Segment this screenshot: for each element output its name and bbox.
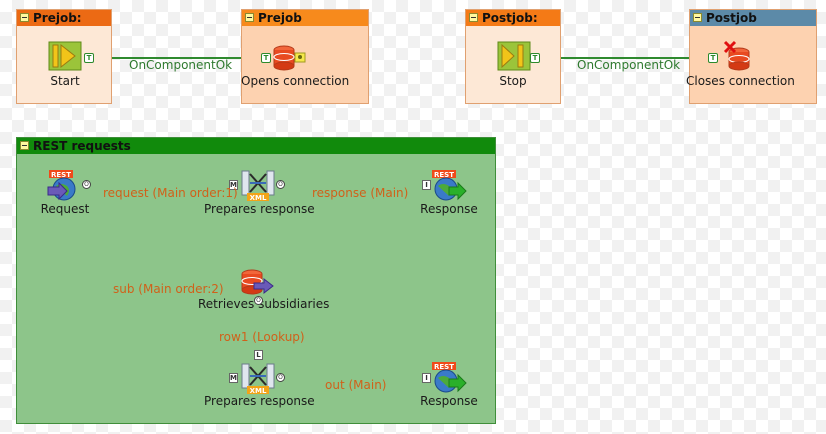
trigger-port[interactable]: T [708, 53, 718, 63]
subjob-header[interactable]: Prejob: [17, 10, 111, 26]
subjob-header[interactable]: REST requests [17, 138, 495, 154]
component-label: Start [50, 74, 80, 88]
component-label: Response [420, 202, 478, 216]
subjob-prejob-start[interactable]: Prejob: [16, 9, 112, 104]
collapse-icon[interactable] [693, 13, 702, 22]
input-port[interactable]: M [229, 373, 238, 383]
svg-text:REST: REST [434, 363, 454, 371]
subjob-header[interactable]: Postjob: [466, 10, 560, 26]
output-port[interactable]: O [276, 373, 285, 382]
output-port[interactable]: O [82, 180, 91, 189]
input-port[interactable]: I [422, 373, 431, 383]
collapse-icon[interactable] [469, 13, 478, 22]
db-close-icon [723, 40, 750, 71]
rest-response-icon: REST [432, 362, 467, 393]
trigger-port[interactable]: T [261, 53, 271, 63]
component-response-2[interactable]: REST [432, 362, 468, 394]
subjob-title: REST requests [33, 139, 131, 153]
trigger-port[interactable]: T [530, 53, 540, 63]
svg-text:REST: REST [51, 171, 71, 179]
component-label: Prepares response [204, 202, 315, 216]
collapse-icon[interactable] [20, 13, 29, 22]
component-request[interactable]: REST [47, 170, 81, 202]
component-label: Opens connection [241, 74, 350, 88]
link-label[interactable]: sub (Main order:2) [113, 282, 224, 296]
link-label[interactable]: out (Main) [325, 378, 387, 392]
component-label: Retrieves subsidiaries [198, 297, 330, 311]
lookup-port[interactable]: L [254, 350, 263, 360]
svg-text:XML: XML [250, 387, 267, 394]
output-port[interactable]: O [276, 180, 285, 189]
component-label: Request [40, 202, 90, 216]
input-port[interactable]: I [422, 180, 431, 190]
component-stop[interactable] [497, 41, 531, 71]
component-prepares-response-2[interactable]: XML [241, 362, 275, 395]
subjob-header[interactable]: Prejob [242, 10, 368, 26]
collapse-icon[interactable] [20, 141, 29, 150]
component-label: Closes connection [686, 74, 795, 88]
trigger-port[interactable]: T [84, 53, 94, 63]
subjob-title: Postjob [706, 11, 757, 25]
db-connection-icon [273, 45, 306, 71]
output-port[interactable]: O [254, 296, 263, 305]
link-label[interactable]: OnComponentOk [577, 58, 681, 72]
link-label[interactable]: response (Main) [312, 186, 409, 200]
link-label[interactable]: row1 (Lookup) [219, 330, 305, 344]
subjob-title: Postjob: [482, 11, 538, 25]
xml-map-icon: XML [241, 363, 275, 395]
link-label[interactable]: request (Main order:1) [103, 186, 238, 200]
rest-request-icon: REST [47, 170, 76, 201]
component-label: Response [420, 394, 478, 408]
component-opens-connection[interactable] [273, 44, 307, 72]
xml-map-icon: XML [241, 170, 275, 202]
rest-response-icon: REST [432, 170, 467, 201]
subjob-postjob-connection[interactable]: Postjob [689, 9, 817, 104]
subjob-title: Prejob: [33, 11, 82, 25]
start-icon [48, 41, 82, 71]
collapse-icon[interactable] [245, 13, 254, 22]
link-label[interactable]: OnComponentOk [129, 58, 233, 72]
component-prepares-response-1[interactable]: XML [241, 169, 275, 202]
component-label: Stop [499, 74, 527, 88]
subjob-header[interactable]: Postjob [690, 10, 816, 26]
input-port[interactable]: M [229, 180, 238, 190]
component-start[interactable] [48, 41, 82, 71]
svg-text:XML: XML [250, 194, 267, 201]
stop-icon [497, 41, 531, 71]
component-label: Prepares response [204, 394, 315, 408]
subjob-title: Prejob [258, 11, 302, 25]
component-closes-connection[interactable] [722, 40, 756, 72]
component-retrieves-subsidiaries[interactable] [240, 269, 276, 297]
db-input-icon [241, 269, 274, 295]
component-response-1[interactable]: REST [432, 170, 468, 202]
svg-text:REST: REST [434, 171, 454, 179]
